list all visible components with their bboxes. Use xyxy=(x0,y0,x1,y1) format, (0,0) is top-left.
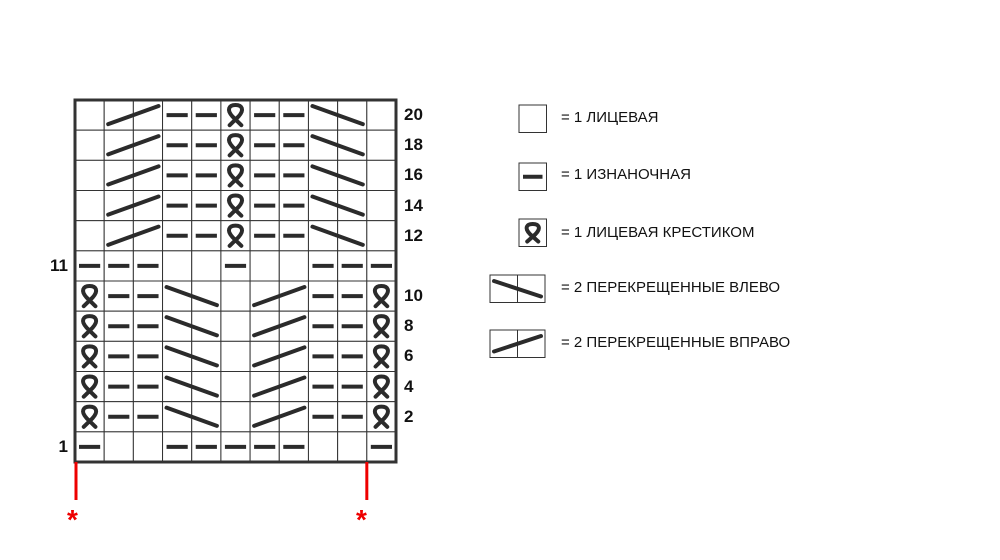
twisted-knit-symbol xyxy=(81,344,99,369)
row-number-label: 20 xyxy=(404,105,423,125)
chart-cell xyxy=(74,129,105,161)
twisted-knit-symbol xyxy=(227,163,244,188)
cross-left-symbol xyxy=(310,224,365,247)
chart-cell xyxy=(366,159,397,191)
chart-cell xyxy=(220,340,251,373)
cross-left-symbol xyxy=(492,279,543,299)
chart-cell xyxy=(307,431,339,463)
twisted-knit-symbol xyxy=(372,374,390,399)
chart-cell xyxy=(337,431,368,463)
chart-cell xyxy=(366,220,397,252)
row-number-label: 6 xyxy=(404,346,414,366)
legend-twisted-text: = 1 ЛИЦЕВАЯ КРЕСТИКОМ xyxy=(561,224,755,241)
twisted-knit-symbol xyxy=(81,404,99,429)
row-number-label: 8 xyxy=(404,316,414,336)
cross-left-symbol xyxy=(310,104,365,127)
twisted-knit-symbol xyxy=(372,404,390,429)
chart-cell xyxy=(249,250,280,282)
twisted-knit-symbol xyxy=(81,374,99,399)
cross-left-symbol xyxy=(310,164,365,187)
chart-cell xyxy=(103,431,134,463)
twisted-knit-symbol xyxy=(227,133,244,158)
row-number-label: 10 xyxy=(404,286,423,306)
twisted-knit-symbol xyxy=(524,221,541,244)
cross-right-symbol xyxy=(106,134,161,157)
cross-left-symbol xyxy=(164,405,219,428)
cross-left-symbol xyxy=(164,375,219,398)
chart-cell xyxy=(162,250,193,282)
row-number-label: 11 xyxy=(50,255,68,275)
chart-cell xyxy=(132,431,164,463)
cross-left-symbol xyxy=(164,285,219,308)
chart-cell xyxy=(366,310,397,342)
twisted-knit-symbol xyxy=(227,223,244,248)
repeat-marker-right: * xyxy=(356,504,367,535)
repeat-marker-left: * xyxy=(67,504,78,535)
cross-left-symbol xyxy=(310,194,365,217)
cross-right-symbol xyxy=(252,315,307,338)
row-number-label: 18 xyxy=(404,135,423,155)
chart-cell xyxy=(191,250,222,282)
cross-right-symbol xyxy=(106,224,161,247)
chart-cell xyxy=(220,280,251,312)
chart-cell xyxy=(366,99,397,131)
twisted-knit-symbol xyxy=(372,283,390,309)
chart-cell xyxy=(74,220,105,252)
row-number-label: 14 xyxy=(404,195,423,215)
row-number-label: 16 xyxy=(404,165,423,185)
twisted-knit-symbol xyxy=(227,193,244,218)
legend-cross-left-text: = 2 ПЕРЕКРЕЩЕННЫЕ ВЛЕВО xyxy=(561,279,781,296)
cross-right-symbol xyxy=(492,334,543,354)
chart-cell xyxy=(74,190,105,222)
legend-box xyxy=(518,104,547,133)
cross-right-symbol xyxy=(106,194,161,217)
twisted-knit-symbol xyxy=(81,314,99,339)
cross-left-symbol xyxy=(164,315,219,338)
cross-right-symbol xyxy=(252,375,307,398)
cross-right-symbol xyxy=(252,345,307,368)
row-number-label: 1 xyxy=(58,436,68,456)
cross-right-symbol xyxy=(252,285,307,308)
chart-cell xyxy=(366,190,397,222)
row-number-label: 2 xyxy=(404,406,414,426)
chart-cell xyxy=(220,310,251,342)
legend-purl-text: = 1 ИЗНАНОЧНАЯ xyxy=(561,166,691,183)
row-number-label: 4 xyxy=(404,376,414,396)
cross-right-symbol xyxy=(106,164,161,187)
twisted-knit-symbol xyxy=(81,283,99,309)
twisted-knit-symbol xyxy=(227,102,244,128)
legend-knit-text: = 1 ЛИЦЕВАЯ xyxy=(561,109,659,126)
chart-cell xyxy=(278,250,309,282)
twisted-knit-symbol xyxy=(372,314,390,339)
chart-cell xyxy=(74,99,105,131)
cross-right-symbol xyxy=(252,405,307,428)
chart-cell xyxy=(74,159,105,191)
chart-cell xyxy=(366,129,397,161)
legend-cross-right-text: = 2 ПЕРЕКРЕЩЕННЫЕ ВПРАВО xyxy=(561,334,791,351)
cross-left-symbol xyxy=(310,134,365,157)
twisted-knit-symbol xyxy=(372,344,390,369)
cross-left-symbol xyxy=(164,345,219,368)
chart-cell xyxy=(220,401,251,433)
chart-cell xyxy=(220,371,251,403)
row-number-label: 12 xyxy=(404,225,423,245)
cross-right-symbol xyxy=(106,104,161,127)
chart-border xyxy=(73,98,398,464)
